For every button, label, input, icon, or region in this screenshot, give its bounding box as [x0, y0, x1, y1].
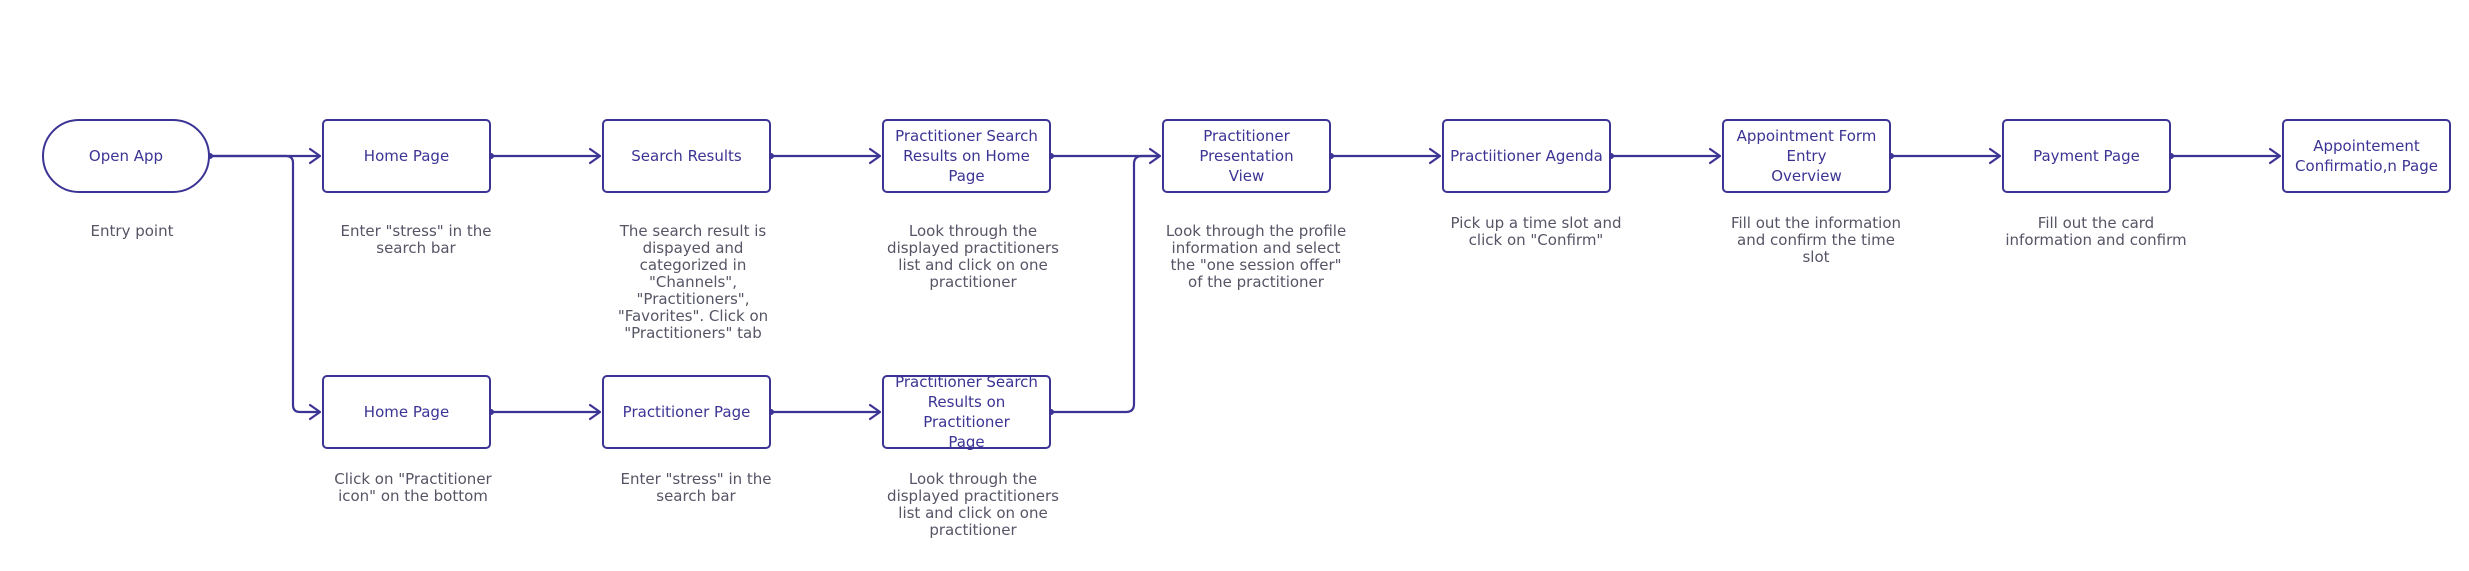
note-fill-card: Fill out the card information and confir… — [2005, 214, 2187, 249]
node-practitioner-page[interactable]: Practitioner Page — [602, 375, 771, 449]
note-look-through-bottom: Look through the displayed practitioners… — [887, 470, 1059, 539]
arrowhead — [1988, 147, 2002, 165]
note-enter-stress-top: Enter "stress" in the search bar — [340, 222, 492, 257]
node-search-results[interactable]: Search Results — [602, 119, 771, 193]
arrowhead — [588, 147, 602, 165]
arrowhead — [868, 403, 882, 421]
node-home-page-bottom[interactable]: Home Page — [322, 375, 491, 449]
note-enter-stress-bottom: Enter "stress" in the search bar — [620, 470, 772, 505]
arrowhead — [1428, 147, 1442, 165]
note-look-profile: Look through the profile information and… — [1165, 222, 1347, 291]
node-open-app[interactable]: Open App — [42, 119, 210, 193]
note-entry-point: Entry point — [90, 222, 174, 240]
node-agenda[interactable]: Practiitioner Agenda — [1442, 119, 1611, 193]
note-pick-time-slot: Pick up a time slot and click on "Confir… — [1450, 214, 1622, 249]
note-search-result-info: The search result is dispayed and catego… — [617, 222, 769, 342]
arrowhead — [588, 403, 602, 421]
node-home-page-top[interactable]: Home Page — [322, 119, 491, 193]
node-search-results-home[interactable]: Practitioner Search Results on Home Page — [882, 119, 1051, 193]
arrowhead — [308, 147, 322, 165]
arrowhead — [2268, 147, 2282, 165]
note-fill-info: Fill out the information and confirm the… — [1730, 214, 1902, 266]
node-search-results-practitioner[interactable]: Practitioner Search Results on Practitio… — [882, 373, 1051, 451]
note-click-practitioner-icon: Click on "Practitioner icon" on the bott… — [334, 470, 492, 505]
node-confirmation-page[interactable]: Appointement Confirmatio,n Page — [2282, 119, 2451, 193]
arrowhead — [868, 147, 882, 165]
node-payment-page[interactable]: Payment Page — [2002, 119, 2171, 193]
node-appointment-form[interactable]: Appointment Form Entry Overview — [1722, 119, 1891, 193]
edge-open-app-to-home-bottom — [208, 154, 320, 414]
arrowhead — [1708, 147, 1722, 165]
node-presentation-view[interactable]: Practitioner Presentation View — [1162, 119, 1331, 193]
note-look-through-top: Look through the displayed practitioners… — [887, 222, 1059, 291]
arrowhead — [1148, 147, 1162, 165]
edge-search-practitioner-to-presentation — [1049, 154, 1160, 414]
arrowhead — [308, 403, 322, 421]
